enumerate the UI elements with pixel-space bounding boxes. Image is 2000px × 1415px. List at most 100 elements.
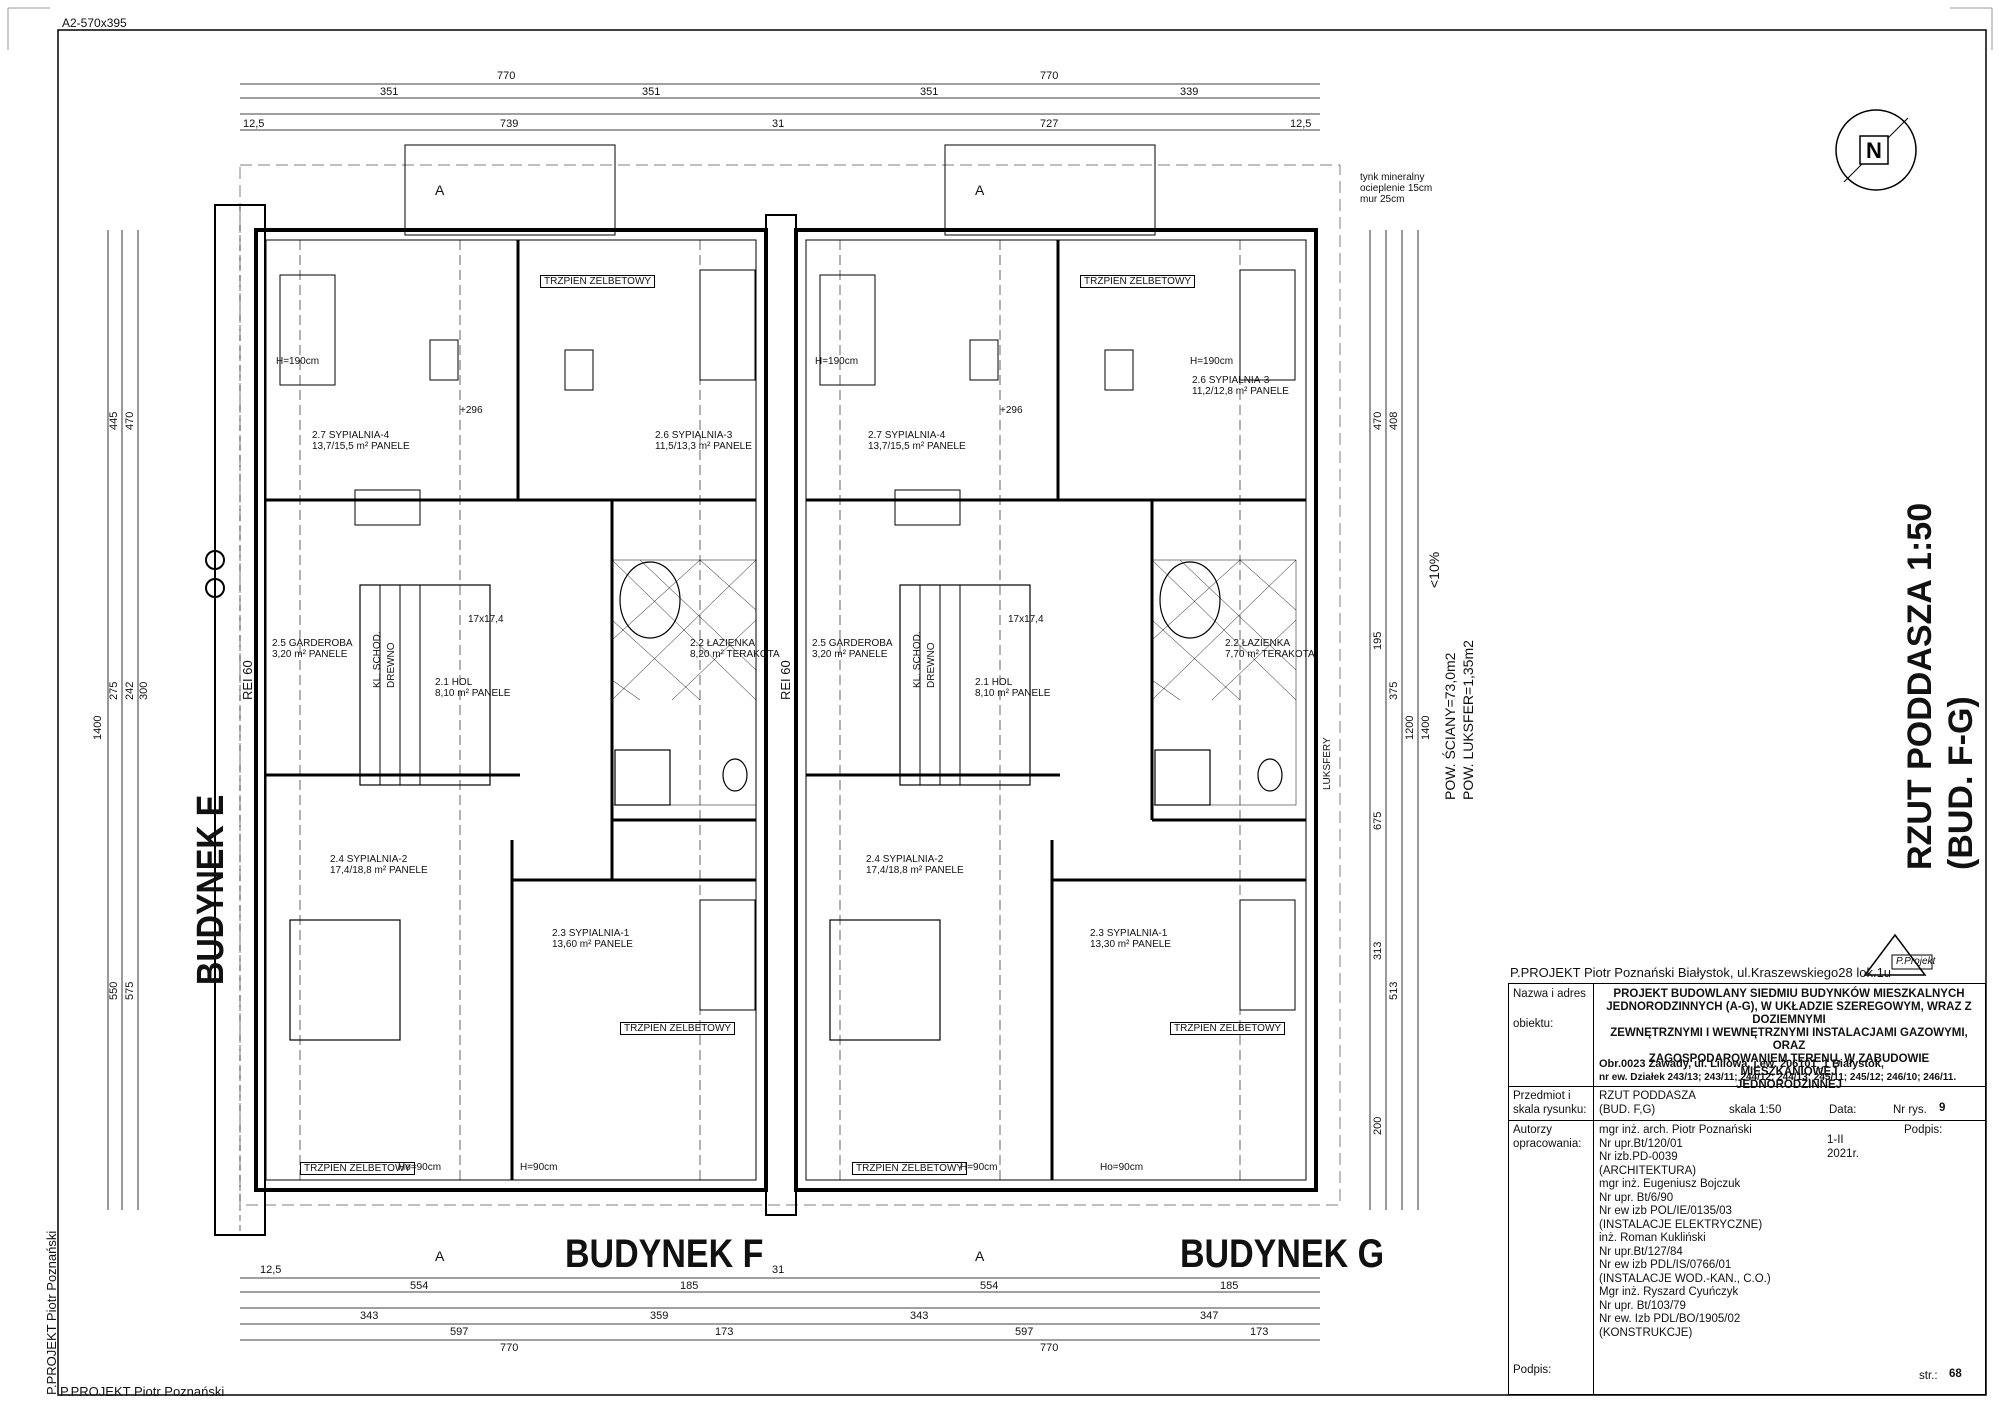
north-label: N [1866, 138, 1882, 163]
dim-bot-173-g: 173 [1250, 1326, 1269, 1338]
room-area: 8,20 m² [690, 649, 724, 660]
party-wall [765, 214, 797, 1216]
project-line-4: ZAGOSPODAROWANIEM TERENU, W ZABUDOWIE MI… [1648, 1053, 1930, 1078]
stair-material-f: DREWNO [386, 642, 397, 688]
dim-bot-554-f: 554 [410, 1280, 429, 1292]
dim-right-1200: 1200 [1404, 715, 1416, 740]
room-floor: TERAKOTA [1261, 649, 1315, 660]
authors-label-1: Autorzy [1513, 1124, 1552, 1136]
trzpien-label-g-right: TRZPIEŃ ŻELBETOWY [1170, 1022, 1286, 1035]
building-f-walls [254, 228, 768, 1192]
room-floor: TERAKOTA [726, 649, 780, 660]
dim-left-1400: 1400 [92, 715, 104, 740]
author-line: Nr ew izb POL/IE/0135/03 [1599, 1205, 1732, 1217]
authors-label-2: opracowania: [1513, 1138, 1582, 1150]
address-line: Obr.0023 Zawady, ul. Liliowa, j.ew. 2061… [1599, 1058, 1884, 1070]
subject-value-1: RZUT PODDASZA [1599, 1090, 1696, 1102]
dim-bot-mid: 31 [772, 1264, 785, 1276]
dim-left-300: 300 [138, 681, 150, 700]
room-floor: PANELE [713, 441, 752, 452]
room-area: 3,20 m² [272, 649, 306, 660]
bottom-dimension-lines [240, 1277, 1320, 1341]
room-floor: PANELE [924, 865, 964, 876]
dim-top-total-g: 770 [1040, 70, 1059, 82]
room-name: HOL [451, 677, 473, 688]
author-line: Nr upr. Bt/6/90 [1599, 1191, 1674, 1204]
room-name: SYPIALNIA-2 [882, 854, 944, 865]
dim-right-200: 200 [1372, 1116, 1384, 1135]
title-block-divider [1593, 984, 1594, 1394]
building-g-label: BUDYNEK G [1180, 1232, 1385, 1276]
dim-top-351-g: 351 [920, 86, 939, 98]
room-floor: PANELE [471, 688, 511, 699]
room-f-2-4: 2.4 SYPIALNIA-2 17,4/18,8 m² PANELE [330, 854, 428, 876]
room-area: 8,10 m² [435, 688, 469, 699]
wall-layer-1: tynk mineralny [1360, 172, 1425, 183]
room-id: 2.4 [866, 854, 880, 865]
left-dimension-lines [107, 230, 139, 1210]
dim-bot-347-g: 347 [1200, 1310, 1219, 1322]
author-line: inż. Roman Kukliński [1599, 1232, 1706, 1244]
room-floor: PANELE [1250, 386, 1289, 397]
dim-bot-185-g: 185 [1220, 1280, 1239, 1292]
side-author-label: P.PROJEKT Piotr Poznański [44, 1230, 59, 1395]
trzpien-label-g-top: TRZPIEŃ ŻELBETOWY [1080, 275, 1196, 288]
stair-spec-f: 17x17,4 [468, 614, 504, 625]
dim-top-351-f1: 351 [380, 86, 399, 98]
bottom-author-label: P.PROJEKT Piotr Poznański [60, 1384, 225, 1399]
dim-right-675: 675 [1372, 811, 1384, 830]
dim-bot-343-g: 343 [910, 1310, 929, 1322]
room-name: HOL [991, 677, 1013, 688]
room-name: SYPIALNIA-1 [1106, 928, 1168, 939]
trzpien-label-f-right: TRZPIEŃ ŻELBETOWY [620, 1022, 736, 1035]
sheet-number: 9 [1939, 1102, 1946, 1114]
dim-right-313: 313 [1372, 941, 1384, 960]
dim-right-408: 408 [1388, 411, 1400, 430]
dim-bot-597-g: 597 [1015, 1326, 1034, 1338]
trzpien-label-g-bottom: TRZPIEŃ ŻELBETOWY [852, 1162, 968, 1175]
author-line: Nr izb.PD-0039 [1599, 1151, 1678, 1163]
luksfery-label: LUKSFERY [1322, 737, 1333, 790]
parcels-line: nr ew. Działek 243/13; 243/11; 244/12; 2… [1599, 1072, 1957, 1083]
room-id: 2.7 [312, 430, 326, 441]
drawing-title-line2: (BUD. F-G) [1941, 696, 1980, 870]
room-g-2-5: 2.5 GARDEROBA 3,20 m² PANELE [812, 638, 893, 660]
sheet-format-label: A2-570x395 [62, 16, 127, 30]
room-floor: PANELE [1011, 688, 1051, 699]
top-dimension-lines [240, 83, 1320, 131]
dim-top-mid: 31 [772, 118, 785, 130]
height-190-g-left: H=190cm [815, 356, 859, 367]
author-line: Nr upr.Bt/120/01 [1599, 1137, 1683, 1150]
dim-right-470: 470 [1372, 411, 1384, 430]
room-f-2-1: 2.1 HOL 8,10 m² PANELE [435, 677, 510, 699]
dim-top-739: 739 [500, 118, 519, 130]
room-id: 2.2 [690, 638, 704, 649]
author-line: mgr inż. Eugeniusz Bojczuk [1599, 1178, 1741, 1190]
sign-label-bottom: Podpis: [1513, 1364, 1552, 1376]
rei-label-e: REI 60 [240, 660, 255, 700]
dim-bot-total-g: 770 [1040, 1342, 1059, 1354]
dim-top-left: 12,5 [243, 118, 265, 130]
room-floor: PANELE [388, 865, 428, 876]
object-label: obiektu: [1513, 1018, 1554, 1030]
trzpien-label-f-top: TRZPIEŃ ŻELBETOWY [540, 275, 656, 288]
dim-left-550: 550 [108, 981, 120, 1000]
level-g: +296 [1000, 405, 1023, 416]
trzpien-label-f-bottom: TRZPIEŃ ŻELBETOWY [300, 1162, 416, 1175]
h90-f: H=90cm [520, 1162, 558, 1173]
dim-top-right: 12,5 [1290, 118, 1312, 130]
dim-left-470: 470 [124, 411, 136, 430]
dim-bot-173-f: 173 [715, 1326, 734, 1338]
dim-left-575: 575 [124, 981, 136, 1000]
dim-bot-359-f: 359 [650, 1310, 669, 1322]
sheet-label: Nr rys. [1893, 1104, 1927, 1116]
room-floor: PANELE [370, 441, 410, 452]
room-id: 2.7 [868, 430, 882, 441]
room-area: 13,60 m² [552, 939, 592, 950]
h90-g: H=90cm [960, 1162, 998, 1173]
dim-top-727: 727 [1040, 118, 1059, 130]
author-line: Nr upr.Bt/127/84 [1599, 1245, 1683, 1258]
wall-layers-note: tynk mineralny ocieplenie 15cm mur 25cm [1360, 172, 1432, 205]
drawing-title-line1: RZUT PODDASZA 1:50 [1901, 502, 1939, 870]
north-arrow-icon: N [1835, 109, 1917, 191]
